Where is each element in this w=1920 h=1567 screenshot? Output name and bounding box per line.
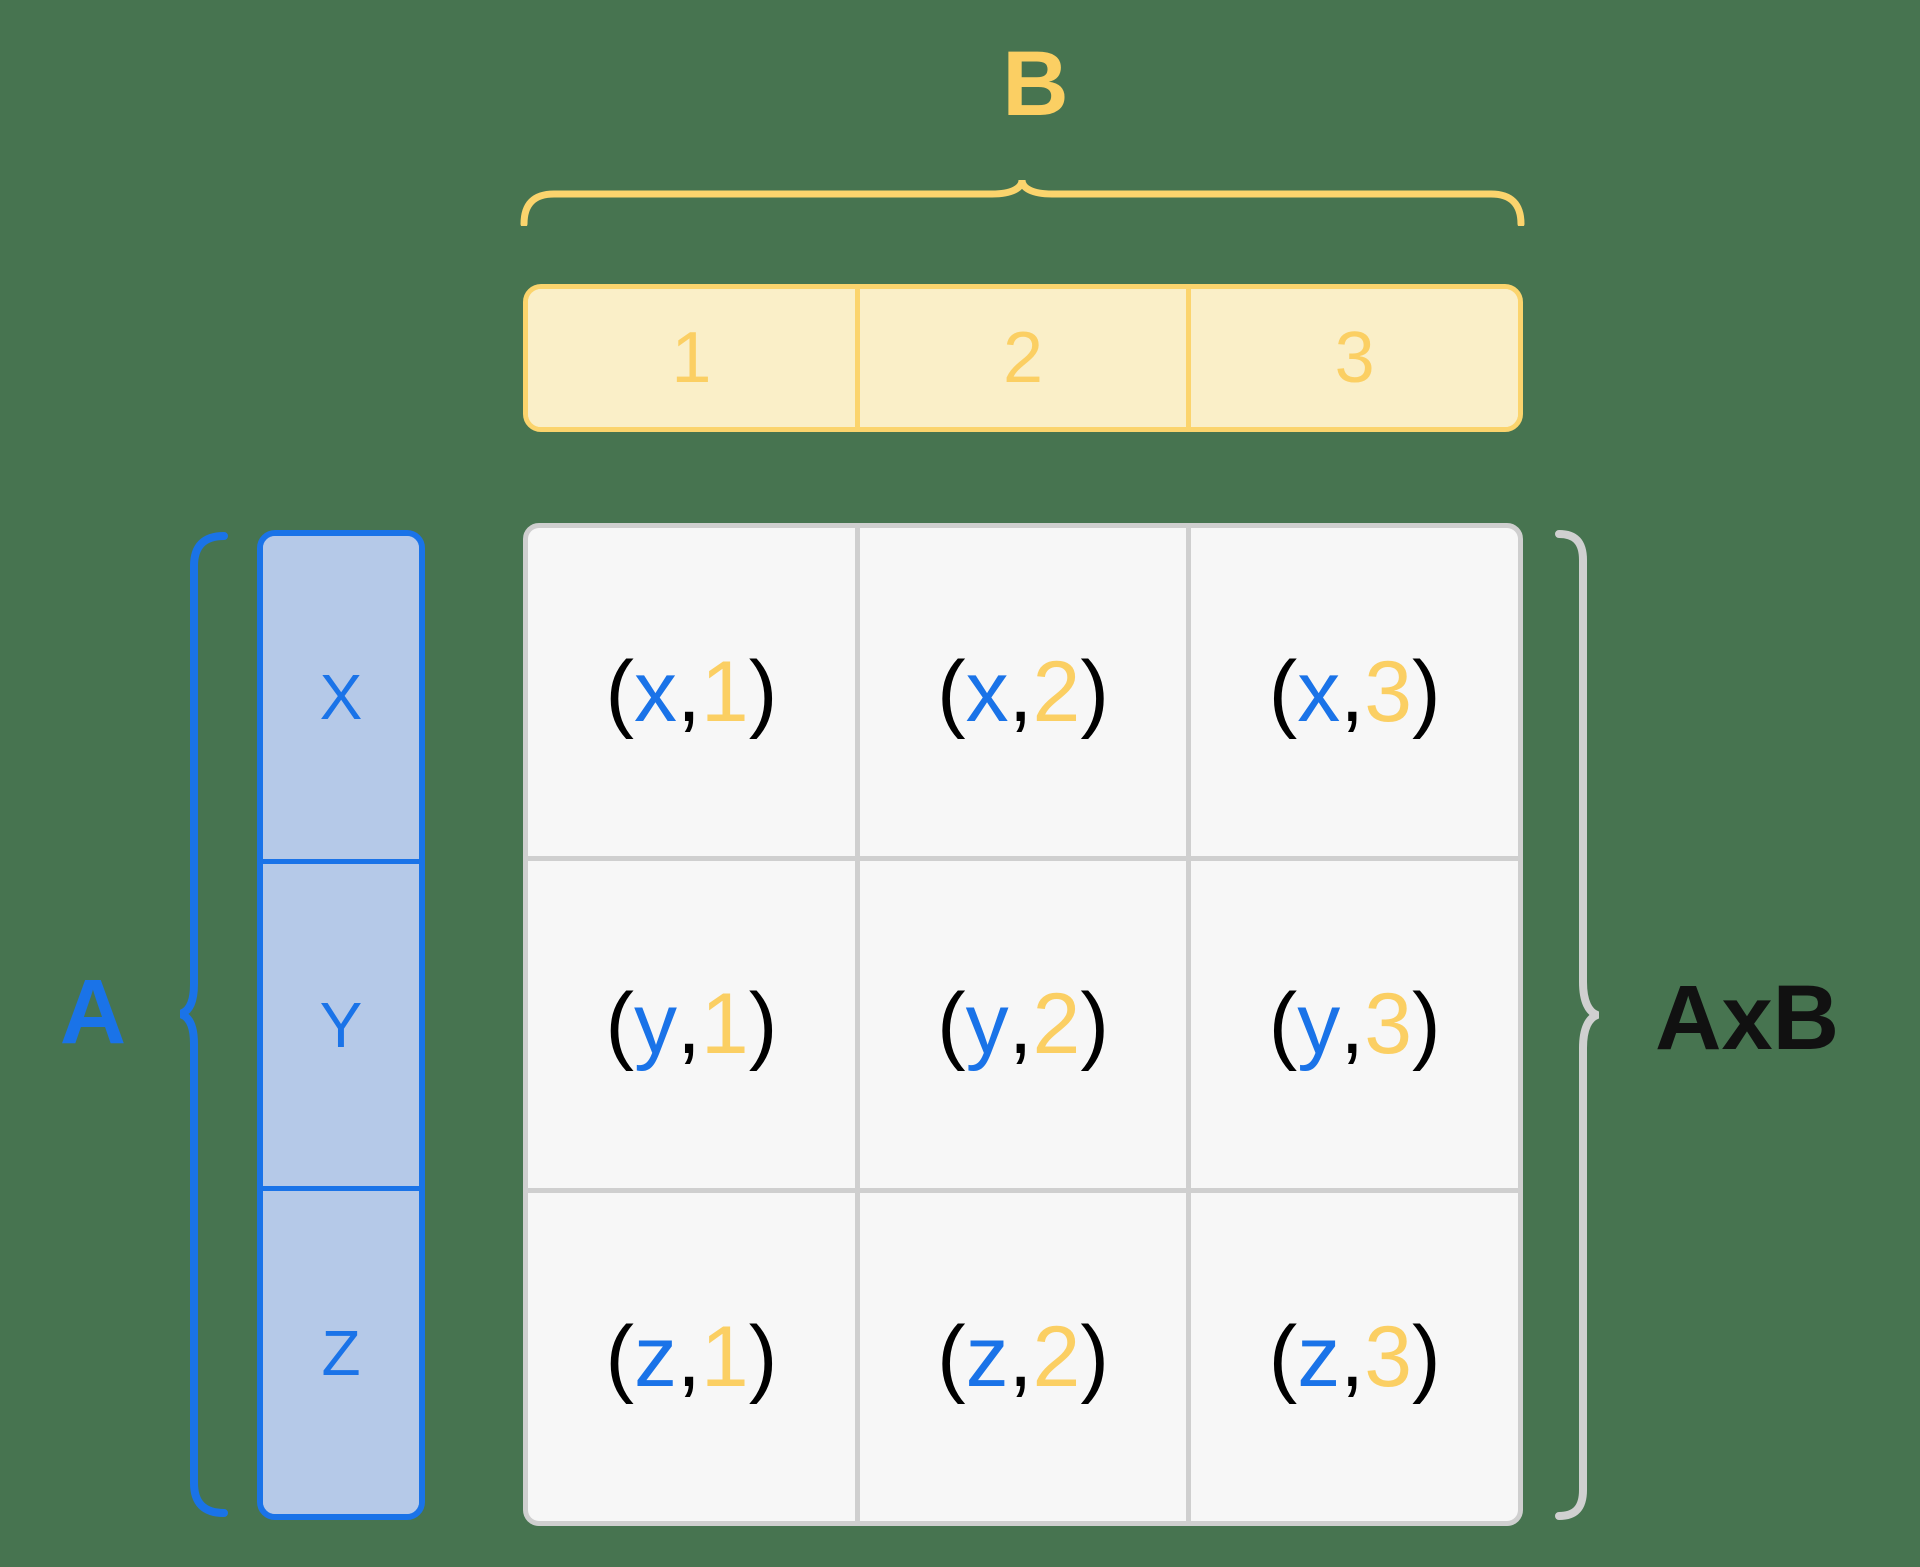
comma: ,: [1008, 1309, 1033, 1406]
product-cell-z-3[interactable]: (z,3): [1191, 1193, 1518, 1521]
curly-brace-right-icon: [178, 532, 228, 1517]
product-cell-x-3[interactable]: (x,3): [1191, 528, 1518, 856]
paren-close: ): [1080, 976, 1109, 1073]
element-b: 2: [1032, 1309, 1081, 1406]
paren-close: ): [1080, 643, 1109, 740]
paren-close: ): [1412, 976, 1441, 1073]
product-cell-y-3[interactable]: (y,3): [1191, 860, 1518, 1189]
set-a-cell-x[interactable]: X: [263, 536, 419, 864]
element-b: 1: [700, 1309, 749, 1406]
comma: ,: [1008, 976, 1033, 1073]
set-b-cell-2[interactable]: 2: [859, 289, 1192, 427]
element-b: 1: [700, 643, 749, 740]
element-b: 2: [1032, 976, 1081, 1073]
paren-close: ): [1412, 1309, 1441, 1406]
set-b-header-row: 1 2 3: [523, 284, 1523, 432]
paren-open: (: [605, 976, 634, 1073]
paren-open: (: [936, 643, 966, 740]
paren-close: ): [748, 976, 778, 1073]
set-a-column: X Y Z: [257, 530, 425, 1520]
element-b: 3: [1364, 1309, 1413, 1406]
element-a: x: [633, 643, 677, 740]
product-cell-z-1[interactable]: (z,1): [528, 1193, 855, 1521]
element-b: 2: [1032, 643, 1081, 740]
paren-open: (: [936, 1309, 966, 1406]
element-a: z: [633, 1309, 677, 1406]
paren-open: (: [1268, 976, 1298, 1073]
paren-close: ): [1412, 643, 1441, 740]
comma: ,: [1008, 643, 1033, 740]
comma: ,: [676, 643, 701, 740]
comma: ,: [1340, 1309, 1365, 1406]
product-cell-z-2[interactable]: (z,2): [859, 1193, 1187, 1521]
paren-open: (: [1268, 1309, 1298, 1406]
set-b-label: B: [1002, 33, 1068, 135]
paren-open: (: [605, 1309, 634, 1406]
product-cell-y-2[interactable]: (y,2): [859, 860, 1187, 1189]
element-a: x: [1297, 643, 1341, 740]
element-a: z: [1297, 1309, 1341, 1406]
paren-close: ): [748, 1309, 778, 1406]
set-a-label: A: [59, 961, 127, 1063]
comma: ,: [676, 1309, 701, 1406]
paren-open: (: [1268, 643, 1298, 740]
paren-open: (: [936, 976, 966, 1073]
set-b-cell-3[interactable]: 3: [1191, 289, 1518, 427]
curly-brace-left-icon: [1555, 530, 1609, 1520]
element-a: y: [965, 976, 1009, 1073]
curly-brace-down-icon: [520, 178, 1525, 228]
paren-close: ): [748, 643, 778, 740]
element-a: y: [633, 976, 677, 1073]
product-cell-y-1[interactable]: (y,1): [528, 860, 855, 1189]
product-cell-x-2[interactable]: (x,2): [859, 528, 1187, 856]
element-b: 3: [1364, 976, 1413, 1073]
set-b-cell-1[interactable]: 1: [528, 289, 860, 427]
element-b: 1: [700, 976, 749, 1073]
product-cell-x-1[interactable]: (x,1): [528, 528, 855, 856]
product-label: AxB: [1655, 967, 1840, 1069]
comma: ,: [676, 976, 701, 1073]
element-a: y: [1297, 976, 1341, 1073]
paren-open: (: [605, 643, 634, 740]
element-b: 3: [1364, 643, 1413, 740]
element-a: z: [965, 1309, 1009, 1406]
comma: ,: [1340, 976, 1365, 1073]
element-a: x: [965, 643, 1009, 740]
set-a-cell-z[interactable]: Z: [263, 1191, 419, 1514]
product-grid: (x,1) (x,2) (x,3) (y,1) (y,2) (y,3) (z,1…: [523, 523, 1523, 1526]
set-a-cell-y[interactable]: Y: [263, 863, 419, 1192]
comma: ,: [1340, 643, 1365, 740]
paren-close: ): [1080, 1309, 1109, 1406]
